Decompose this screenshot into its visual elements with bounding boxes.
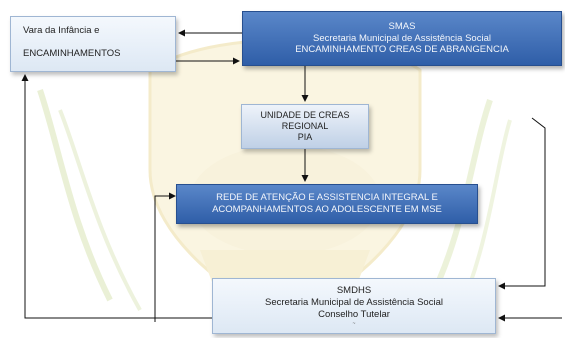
arrow-right-loop-to-smdhs <box>498 117 546 290</box>
smdhs-line1: SMDHS <box>336 285 372 297</box>
smas-box: SMAS Secretaria Municipal de Assistência… <box>242 11 562 66</box>
rede-de-atencao-box: REDE DE ATENÇÃO E ASSISTENCIA INTEGRAL E… <box>176 184 478 224</box>
smdhs-line2: Secretaria Municipal de Assistência Soci… <box>265 297 443 309</box>
smdhs-line4: ~ <box>352 320 356 327</box>
smdhs-line3: Conselho Tutelar <box>318 308 390 320</box>
smas-line1: SMAS <box>388 20 416 32</box>
rede-line2: ACOMPANHAMENTOS AO ADOLESCENTE EM MSE <box>212 204 442 215</box>
arrow-inner-loop <box>154 192 176 322</box>
creas-line1: UNIDADE DE CREAS <box>260 109 350 120</box>
smdhs-box: SMDHS Secretaria Municipal de Assistênci… <box>212 278 496 334</box>
smas-line3: ENCAMINHAMENTO CREAS DE ABRANGENCIA <box>295 44 509 56</box>
vara-da-infancia-box: Vara da Infância e ENCAMINHAMENTOS <box>10 16 176 72</box>
smas-line2: Secretaria Municipal de Assistência Soci… <box>313 32 491 44</box>
creas-line3: PIA <box>297 132 313 143</box>
arrow-smdhs-outer-loop-to-vara <box>21 74 212 319</box>
unidade-creas-box: UNIDADE DE CREAS REGIONAL PIA <box>241 104 369 149</box>
creas-line2: REGIONAL <box>281 120 329 131</box>
vara-line2: ENCAMINHAMENTOS <box>23 47 121 59</box>
rede-line1: REDE DE ATENÇÃO E ASSISTENCIA INTEGRAL E <box>216 192 438 204</box>
vara-line1: Vara da Infância e <box>23 24 100 36</box>
